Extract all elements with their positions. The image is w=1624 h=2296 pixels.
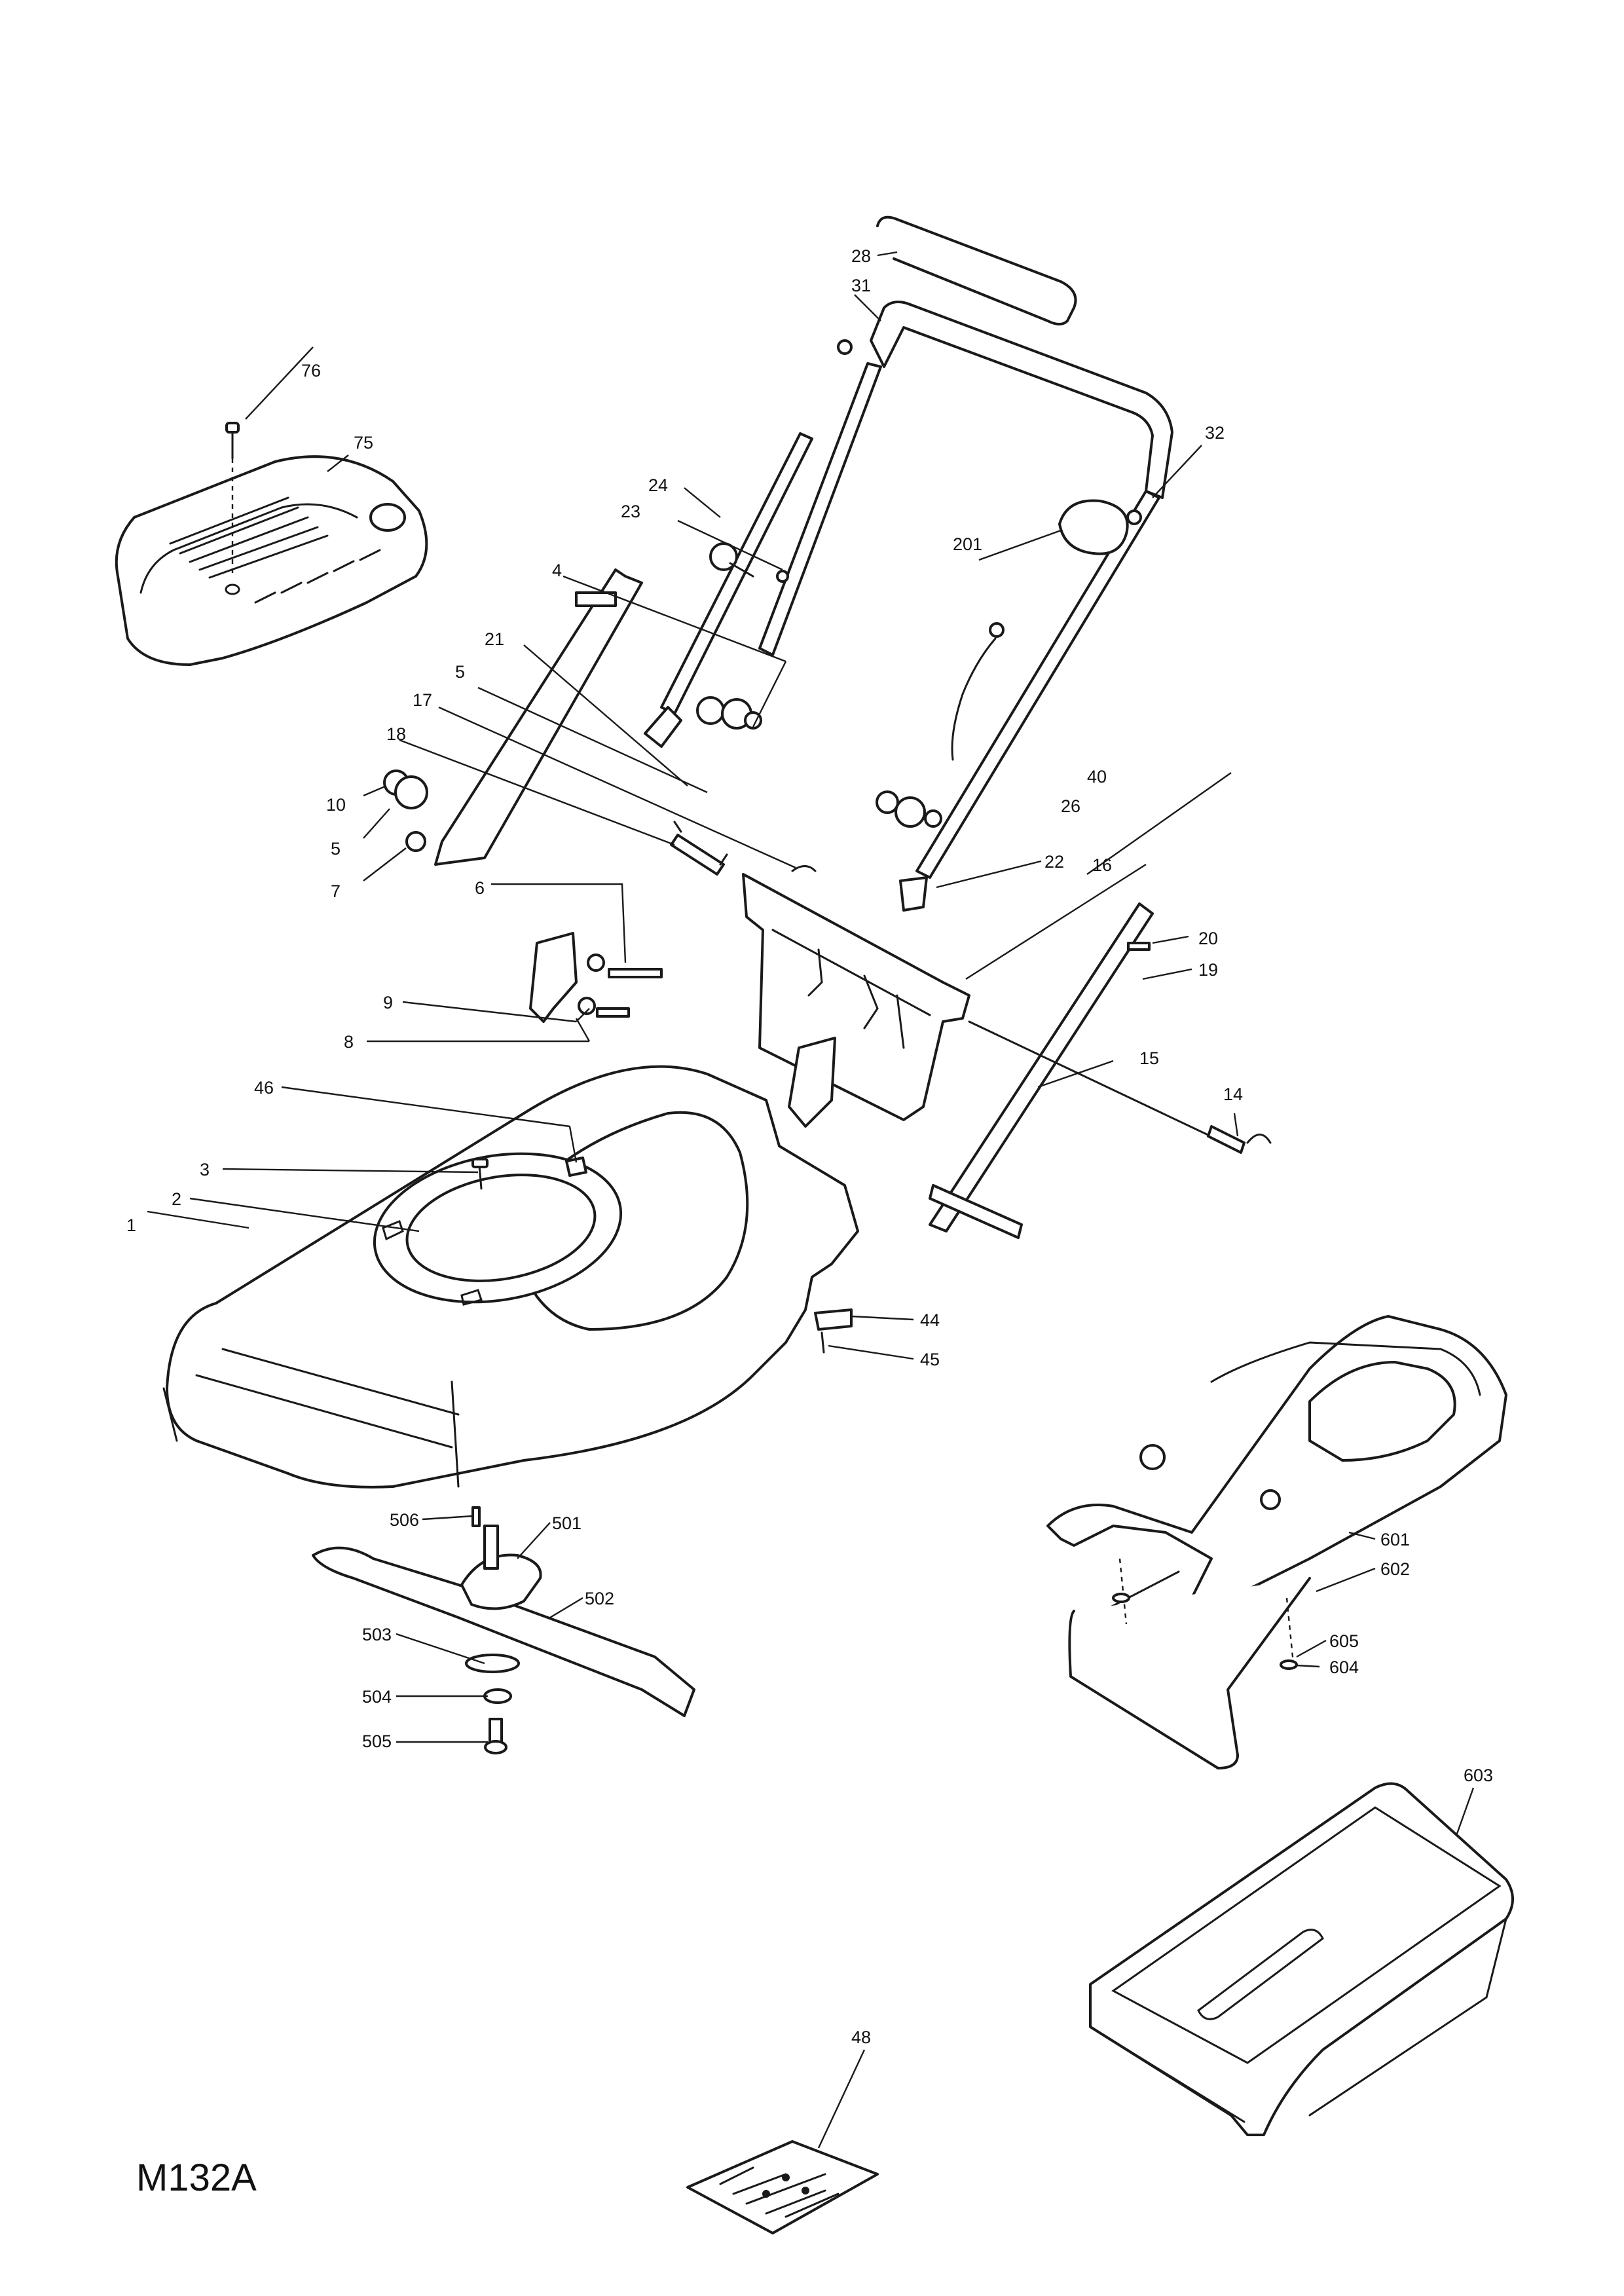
label-201: 201: [953, 534, 982, 554]
label-48: 48: [851, 2028, 871, 2047]
label-22: 22: [1044, 852, 1064, 872]
label-28: 28: [851, 246, 871, 266]
label-26: 26: [1061, 796, 1080, 816]
upper-handle: [758, 215, 1173, 912]
grass-catcher-bag: [1089, 1782, 1514, 2136]
grass-box-frame: [1046, 1315, 1507, 1769]
label-5b: 5: [331, 839, 341, 859]
label-501: 501: [552, 1513, 581, 1533]
label-46: 46: [254, 1078, 274, 1098]
leader-lines: [147, 251, 1475, 2149]
mower-deck: [162, 932, 859, 1489]
lower-handle: [383, 432, 942, 876]
cover-screw: [225, 422, 240, 576]
blade-assembly: [312, 1506, 695, 1754]
engine-cover: [115, 455, 428, 666]
label-24: 24: [648, 475, 668, 495]
label-505: 505: [362, 1731, 392, 1751]
label-2: 2: [172, 1189, 181, 1209]
label-604: 604: [1329, 1657, 1359, 1677]
label-9: 9: [383, 993, 393, 1012]
label-3: 3: [200, 1160, 210, 1179]
label-31: 31: [851, 276, 871, 295]
label-20: 20: [1198, 929, 1218, 948]
label-506: 506: [390, 1510, 419, 1530]
label-603: 603: [1464, 1766, 1493, 1785]
label-44: 44: [920, 1310, 940, 1330]
label-76: 76: [301, 361, 321, 380]
label-605: 605: [1329, 1631, 1359, 1651]
label-14: 14: [1223, 1084, 1243, 1104]
label-19: 19: [1198, 960, 1218, 980]
label-8: 8: [344, 1032, 354, 1052]
part-labels: 28 31 32 76 75 24 23 201 4 21 5 17 18 40…: [126, 246, 1493, 2047]
label-601: 601: [1380, 1530, 1410, 1549]
label-4: 4: [552, 561, 562, 580]
label-18: 18: [386, 724, 406, 744]
label-32: 32: [1205, 423, 1225, 443]
label-602: 602: [1380, 1559, 1410, 1579]
label-16: 16: [1092, 855, 1112, 875]
label-6: 6: [475, 878, 485, 898]
label-17: 17: [413, 690, 432, 710]
label-10: 10: [326, 795, 346, 815]
label-45: 45: [920, 1350, 940, 1369]
label-503: 503: [362, 1625, 392, 1644]
label-502: 502: [585, 1589, 614, 1608]
drawing-code: M132A: [136, 2157, 257, 2199]
hardware-bag: [686, 2140, 879, 2234]
label-15: 15: [1139, 1048, 1159, 1068]
label-40: 40: [1087, 767, 1107, 787]
label-1: 1: [126, 1215, 136, 1235]
label-7: 7: [331, 881, 341, 901]
label-21: 21: [485, 629, 504, 649]
label-504: 504: [362, 1687, 392, 1707]
label-23: 23: [621, 502, 640, 521]
label-75: 75: [354, 433, 373, 453]
label-5a: 5: [455, 662, 465, 682]
